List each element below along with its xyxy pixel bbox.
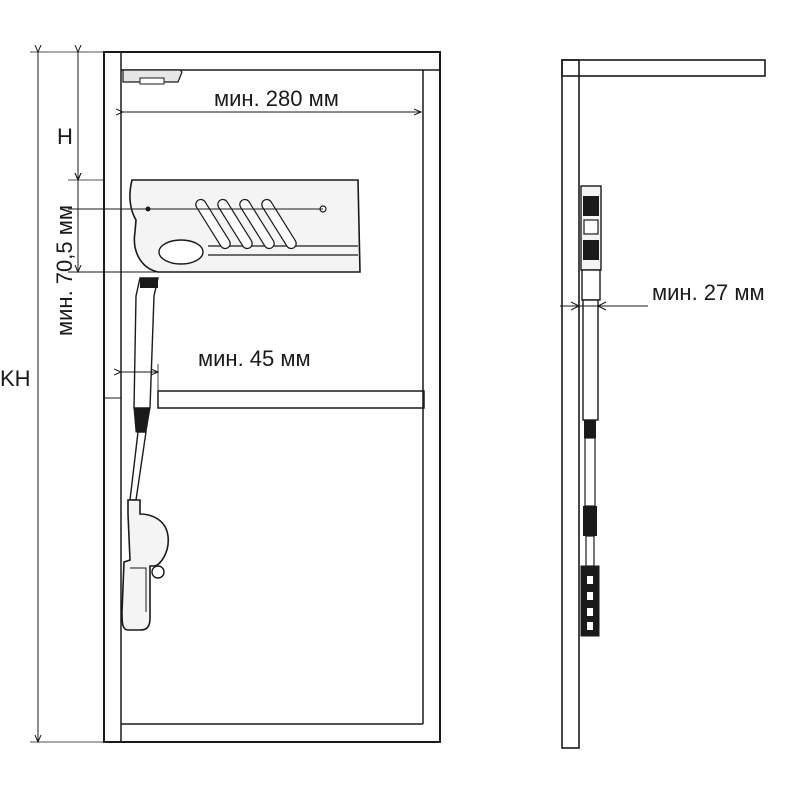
side-door-bracket: [580, 565, 600, 637]
min-27-arrow-right: [597, 301, 607, 311]
h-label: H: [57, 124, 73, 149]
min-70-5-label: мин. 70,5 мм: [52, 205, 77, 336]
side-strut-joint: [583, 506, 597, 536]
door-bracket-inner: [130, 567, 147, 612]
door-bracket: [121, 499, 170, 631]
top-bracket-screw: [139, 77, 165, 85]
side-mechanism-block-top: [583, 196, 599, 216]
top-bracket: [122, 69, 183, 83]
cabinet-outer: [103, 51, 441, 743]
side-bracket-hole-4: [587, 622, 593, 630]
side-top-panel: [561, 59, 766, 77]
side-bracket-hole-2: [587, 592, 593, 600]
lift-arm-joint: [140, 278, 158, 288]
side-strut-rod: [584, 420, 596, 438]
min-280-label: мин. 280 мм: [214, 86, 339, 111]
side-strut-link: [585, 535, 595, 567]
kh-label: KH: [0, 366, 31, 391]
shelf: [157, 390, 425, 409]
side-strut-body: [582, 299, 599, 421]
min-27-arrow-left: [570, 301, 580, 311]
side-strut-upper: [581, 269, 601, 301]
side-bracket-hole-3: [587, 608, 593, 616]
lift-arm-lower: [129, 431, 147, 501]
min-45-label: мин. 45 мм: [198, 346, 311, 371]
side-strut-lower: [584, 437, 596, 507]
side-mechanism-block-low: [583, 240, 599, 260]
lift-arm-rod: [133, 407, 151, 433]
lift-arm-upper: [133, 277, 159, 409]
housing-oval-window: [158, 239, 204, 265]
door-bracket-pivot: [151, 565, 165, 579]
side-bracket-hole-1: [587, 576, 593, 584]
side-wall-panel: [561, 59, 580, 749]
min-27-label: мин. 27 мм: [652, 280, 765, 305]
front-view: KH H мин. 70,5 мм мин. 280 мм мин. 45 мм: [0, 51, 441, 743]
side-mechanism-block-mid: [583, 219, 599, 235]
side-view: мин. 27 мм: [560, 59, 766, 749]
housing-slots: [195, 198, 297, 250]
